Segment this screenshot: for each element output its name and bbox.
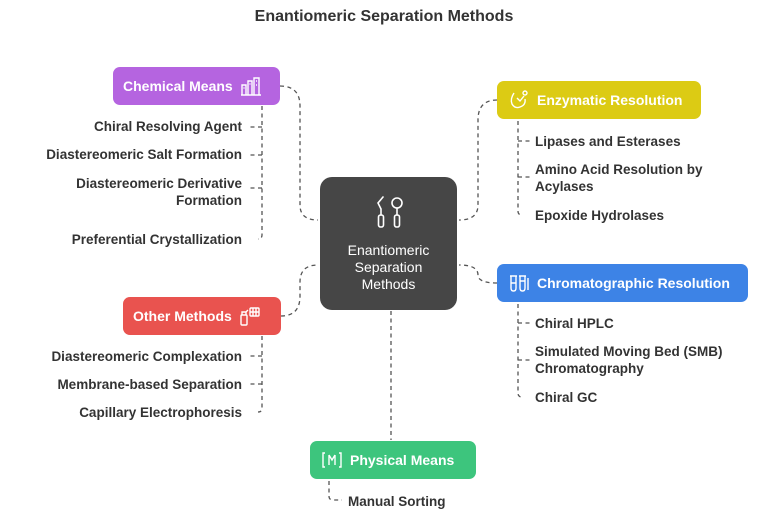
connector-chemical (279, 85, 319, 221)
center-line-1: Enantiomeric (347, 242, 430, 258)
category-label-physical: Physical Means (350, 452, 455, 468)
list-item: Epoxide Hydrolases (535, 208, 665, 223)
connector-other (280, 264, 319, 317)
dental-tools-icon (376, 196, 403, 228)
list-item: Manual Sorting (348, 494, 446, 509)
spray-keypad-icon (238, 304, 262, 328)
tweezers-bracket-icon (320, 448, 344, 472)
connector-other-items (257, 336, 263, 413)
central-node: Enantiomeric Separation Methods (320, 177, 457, 310)
category-label-chemical: Chemical Means (123, 78, 233, 94)
list-item: Chiral Resolving Agent (93, 119, 242, 134)
list-item: Diastereomeric Complexation (51, 349, 242, 364)
connector-chromatographic (458, 264, 498, 284)
list-item: Membrane-based Separation (57, 377, 242, 392)
list-item: Simulated Moving Bed (SMB)Chromatography (535, 344, 723, 376)
list-item: Lipases and Esterases (535, 134, 681, 149)
list-item: Chiral HPLC (535, 316, 614, 331)
list-item: Chiral GC (535, 390, 598, 405)
center-line-3: Methods (361, 276, 416, 292)
connector-chemical-items (257, 106, 263, 240)
connector-chromatographic-items (517, 304, 523, 398)
connector-physical-items (328, 481, 342, 501)
category-physical-means: Physical Means (310, 441, 476, 479)
category-label-chromatographic: Chromatographic Resolution (537, 275, 730, 291)
category-other-methods: Other Methods (123, 297, 281, 335)
category-chemical-means: Chemical Means (113, 67, 280, 105)
center-line-2: Separation (354, 259, 423, 275)
category-label-other: Other Methods (133, 308, 232, 324)
list-item: Preferential Crystallization (71, 232, 242, 247)
connector-enzymatic-items (517, 121, 523, 216)
page-title: Enantiomeric Separation Methods (254, 8, 514, 25)
list-item: Diastereomeric Salt Formation (46, 147, 242, 162)
category-label-enzymatic: Enzymatic Resolution (537, 92, 683, 108)
list-item: Capillary Electrophoresis (79, 405, 242, 420)
category-chromatographic-resolution: Chromatographic Resolution (497, 264, 748, 302)
enzyme-drop-icon (507, 88, 531, 112)
test-tubes-icon (507, 271, 531, 295)
chemical-plant-icon (239, 74, 263, 98)
category-enzymatic-resolution: Enzymatic Resolution (497, 81, 701, 119)
connector-enzymatic (458, 99, 498, 221)
